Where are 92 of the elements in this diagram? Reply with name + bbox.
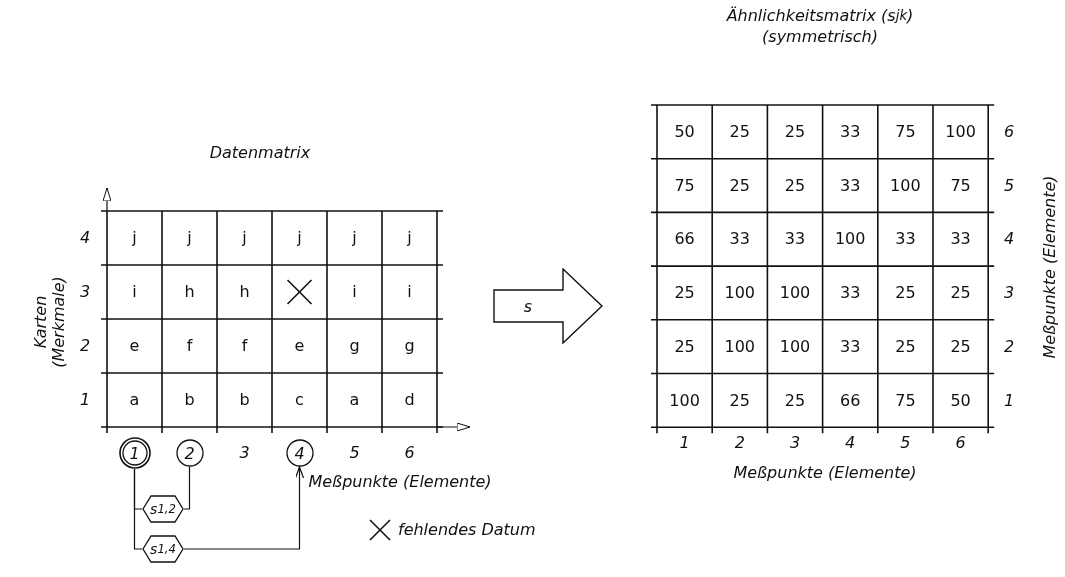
table-cell-text: 100 [833, 228, 867, 251]
table-cell-text: 25 [949, 282, 972, 305]
table-cell-text: g [348, 335, 361, 358]
connector-line [133, 468, 143, 550]
column-number: 5 [899, 432, 912, 455]
row-number: 1 [78, 389, 92, 412]
table-cell-text: d [403, 389, 416, 412]
table-cell-text: 25 [783, 174, 807, 197]
row-number: 4 [1003, 228, 1016, 251]
table-cell-text: 25 [783, 121, 807, 144]
table-cell-text: 100 [944, 121, 977, 144]
block-arrow: s [493, 268, 603, 344]
circled-number: 1 [118, 437, 151, 469]
row-number: 2 [1003, 335, 1016, 358]
column-number: 2 [733, 432, 746, 455]
table-cell-text: e [128, 335, 141, 358]
matrix-subtitle: (symmetrisch) [761, 26, 879, 48]
row-number: 2 [78, 335, 92, 358]
table-cell-text: j [296, 227, 303, 250]
table-cell-text: f [185, 335, 194, 358]
table-cell-text: 25 [673, 282, 696, 305]
table-cell-text: 75 [894, 389, 917, 412]
table-cell-text: b [238, 389, 251, 412]
table-cell-text: j [131, 227, 138, 250]
table-cell-text: i [406, 281, 413, 304]
row-number: 3 [1003, 282, 1016, 305]
row-number: 1 [1003, 389, 1016, 412]
table-cell-text: f [240, 335, 249, 358]
circled-number: 4 [285, 439, 314, 467]
table-cell-text: 25 [894, 282, 917, 305]
table-cell-text: a [348, 389, 361, 412]
column-number: 1 [678, 432, 691, 455]
row-number: 5 [1003, 174, 1016, 197]
table-cell-text: 100 [778, 335, 812, 358]
table-cell-text: 33 [839, 121, 862, 144]
table-cell-text: 66 [839, 389, 862, 412]
table-cell-text: 100 [889, 174, 922, 197]
axis-label: Meßpunkte (Elemente) [732, 462, 918, 485]
table-cell-text: 33 [839, 282, 862, 305]
table-cell-text: 100 [723, 282, 757, 305]
table-cell-text: 50 [949, 389, 972, 412]
table-cell-text: 50 [673, 121, 696, 144]
connector-line [183, 466, 191, 510]
column-number: 6 [954, 432, 967, 455]
axis-label: Meßpunkte (Elemente) [310, 471, 490, 494]
table-cell-text: 33 [783, 228, 807, 251]
table-cell-text: h [238, 281, 251, 304]
axis-label: Meßpunkte (Elemente) [1039, 174, 1061, 361]
table-cell-text: 100 [778, 282, 812, 305]
row-number: 4 [78, 227, 92, 250]
connector-line [183, 466, 305, 550]
table-cell-text: 25 [728, 174, 751, 197]
table-cell-text: h [183, 281, 196, 304]
table-cell-text: 100 [668, 389, 701, 412]
table-cell-text: i [351, 281, 358, 304]
table-cell-text: 100 [723, 335, 757, 358]
table-cell-text: g [403, 335, 416, 358]
column-number: 6 [403, 442, 416, 465]
row-number: 6 [1003, 121, 1016, 144]
table-cell-text: 33 [839, 174, 862, 197]
row-number: 3 [78, 281, 92, 304]
table-cell-text: j [351, 227, 358, 250]
table-cell-text: 75 [673, 174, 696, 197]
column-number: 3 [238, 442, 251, 465]
table-cell-text: 66 [673, 228, 696, 251]
column-number: 3 [788, 432, 802, 455]
table-cell-text: 33 [839, 335, 862, 358]
table-cell-text: 25 [673, 335, 696, 358]
axis-label: Karten (Merkmale) [30, 275, 69, 370]
circled-number: 2 [175, 439, 204, 467]
table-cell-text: c [294, 389, 305, 412]
table-cell-text: j [241, 227, 248, 250]
table-cell-text: 75 [894, 121, 917, 144]
column-number: 4 [844, 432, 857, 455]
table-cell-text: e [293, 335, 306, 358]
column-number: 5 [348, 442, 361, 465]
table-cell-text: 25 [949, 335, 972, 358]
table-cell-text: 25 [783, 389, 807, 412]
table-cell-text: a [128, 389, 141, 412]
table-cell-text: 25 [894, 335, 917, 358]
table-cell-text: j [406, 227, 413, 250]
table-cell-text: 33 [894, 228, 917, 251]
table-cell-text: j [186, 227, 193, 250]
table-cell-text: 33 [949, 228, 972, 251]
matrix-title: Datenmatrix [208, 142, 312, 165]
table-cell-text: 33 [728, 228, 751, 251]
table-cell-text: i [131, 281, 138, 304]
table-cell-text: 75 [949, 174, 972, 197]
table-cell-text: 25 [728, 121, 751, 144]
legend-text: fehlendes Datum [398, 519, 536, 542]
table-cell-text: b [183, 389, 196, 412]
table-cell-text: 25 [728, 389, 751, 412]
